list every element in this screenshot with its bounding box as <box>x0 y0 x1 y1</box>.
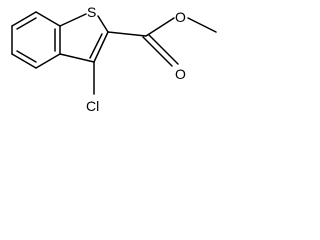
bond-thiophene-c2-c3-double <box>89 33 103 59</box>
bond-carbonyl-double-o-b <box>148 34 179 65</box>
bond-carbonyl-ester-o <box>145 17 175 37</box>
structure-diagram: S O O Cl <box>0 0 238 124</box>
bond-thiophene-c7a-s <box>59 13 87 27</box>
bond-carbonyl-double-o-a <box>142 36 173 67</box>
bond-benzene-2 <box>35 11 61 27</box>
molecule-structure: S O O Cl <box>11 4 217 114</box>
bond-benzene-1 <box>11 11 37 27</box>
bond-benzene-4 <box>35 53 61 69</box>
bond-benzene-5 <box>11 53 37 69</box>
atom-carbonyl-oxygen: O <box>175 66 186 82</box>
atom-ester-oxygen: O <box>175 9 186 25</box>
atom-chlorine: Cl <box>86 98 99 114</box>
bond-ester-o-methyl <box>187 17 217 33</box>
bond-benzene-double-1 <box>16 17 37 30</box>
bond-thiophene-c3-c3a <box>59 53 95 63</box>
bond-thiophene-s-c2 <box>97 15 109 33</box>
bond-thiophene-c2-c3 <box>93 31 109 63</box>
bond-c2-carbonyl <box>107 31 147 37</box>
bond-benzene-double-2 <box>16 50 37 63</box>
atom-sulfur: S <box>87 4 96 20</box>
